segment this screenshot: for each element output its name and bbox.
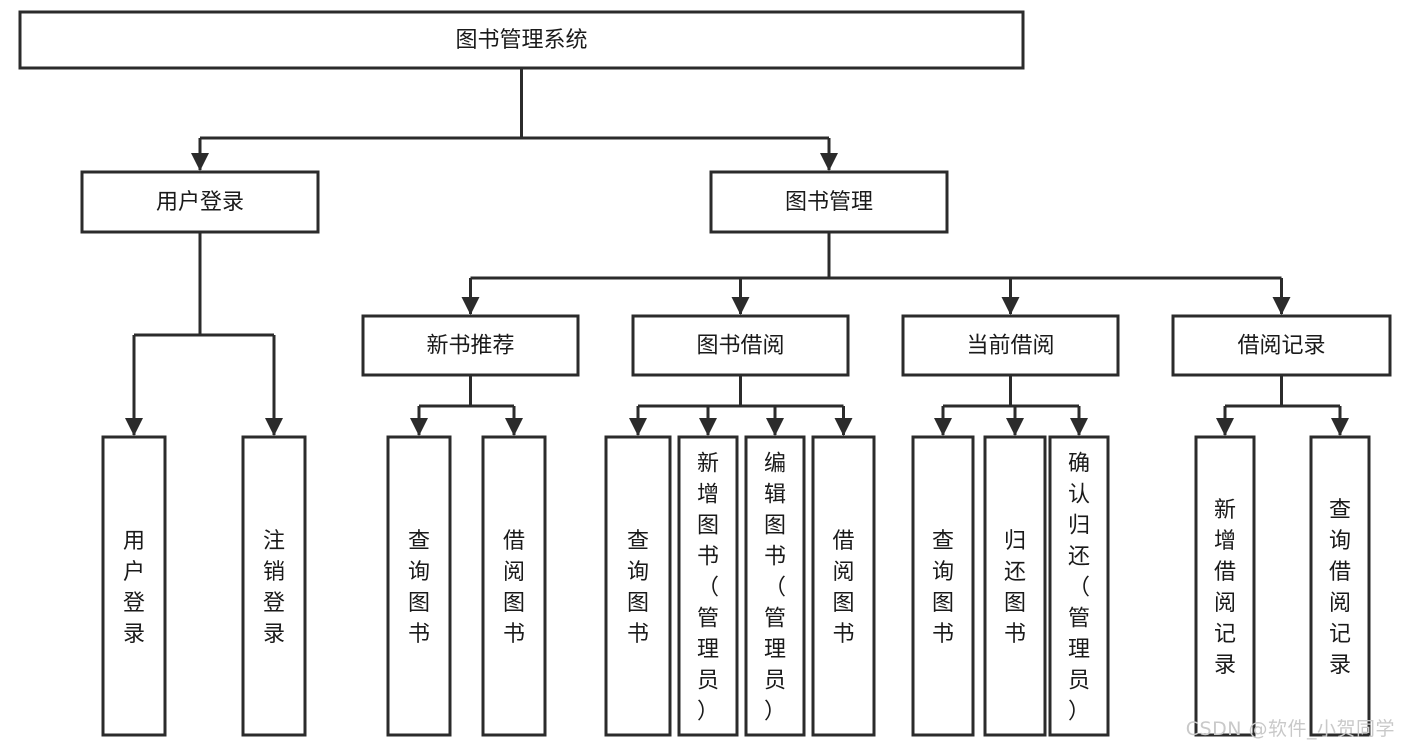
arrow-head-icon [505,418,523,436]
node-label: 确认归还（管理员） [1068,452,1090,725]
node-box[interactable] [911,435,975,737]
arrow-head-icon [1001,297,1020,315]
node-label: 新增借阅记录 [1214,498,1236,678]
node-box[interactable] [709,170,949,234]
node-level2-book-management[interactable]: 图书管理 [709,170,949,234]
node-box[interactable] [481,435,547,737]
node-label: 新书推荐 [426,334,514,359]
arrow-head-icon [1216,418,1234,436]
node-label: 查询图书 [408,529,430,647]
node-leaf-leaf-add-book-admin[interactable]: 新增图书（管理员） [677,435,739,737]
node-box[interactable] [18,10,1025,70]
node-box[interactable] [1171,314,1392,377]
node-leaf-leaf-edit-book-admin[interactable]: 编辑图书（管理员） [744,435,806,737]
node-leaf-leaf-add-borrow-record[interactable]: 新增借阅记录 [1194,435,1256,737]
node-label: 新增图书（管理员） [697,452,719,725]
node-box[interactable] [1194,435,1256,737]
node-label: 注销登录 [263,529,285,647]
arrow-head-icon [834,418,853,436]
node-box[interactable] [241,435,307,737]
arrow-head-icon [461,297,480,315]
node-label: 图书借阅 [696,334,784,359]
node-leaf-leaf-query-book-current[interactable]: 查询图书 [911,435,975,737]
arrow-head-icon [934,418,952,436]
node-label: 编辑图书（管理员） [764,452,786,725]
node-box[interactable] [386,435,452,737]
connector-layer [125,68,1349,436]
node-leaf-leaf-return-book[interactable]: 归还图书 [983,435,1047,737]
node-label: 用户登录 [123,529,145,647]
node-root-root[interactable]: 图书管理系统 [18,10,1025,70]
node-box[interactable] [604,435,672,737]
node-leaf-leaf-query-borrow-record[interactable]: 查询借阅记录 [1309,435,1371,737]
arrow-head-icon [820,153,838,171]
node-box[interactable] [361,314,580,377]
node-label: 借阅图书 [503,529,525,647]
node-box[interactable] [1048,435,1110,737]
node-label: 借阅图书 [832,529,854,647]
node-leaf-leaf-logout[interactable]: 注销登录 [241,435,307,737]
arrow-head-icon [125,418,143,436]
arrow-head-icon [731,297,750,315]
node-leaf-leaf-query-book-borrow[interactable]: 查询图书 [604,435,672,737]
node-leaf-leaf-borrow-book[interactable]: 借阅图书 [811,435,876,737]
node-leaf-leaf-confirm-return-admin[interactable]: 确认归还（管理员） [1048,435,1110,737]
node-level3-current-borrow[interactable]: 当前借阅 [901,314,1120,377]
node-box[interactable] [631,314,850,377]
node-label: 查询图书 [932,529,954,647]
arrow-head-icon [1070,418,1088,436]
node-box[interactable] [1309,435,1371,737]
node-box[interactable] [983,435,1047,737]
arrow-head-icon [191,153,209,171]
arrow-head-icon [1006,418,1024,436]
node-level2-user-login[interactable]: 用户登录 [80,170,320,234]
node-layer: 图书管理系统用户登录图书管理新书推荐图书借阅当前借阅借阅记录用户登录注销登录查询… [18,10,1392,737]
node-leaf-leaf-query-book-recommend[interactable]: 查询图书 [386,435,452,737]
arrow-head-icon [699,418,717,436]
node-level3-new-book-recommend[interactable]: 新书推荐 [361,314,580,377]
node-label: 查询图书 [627,529,649,647]
node-label: 图书管理 [785,190,873,215]
arrow-head-icon [1331,418,1349,436]
arrow-head-icon [1272,297,1291,315]
arrow-head-icon [265,418,283,436]
node-box[interactable] [101,435,167,737]
node-box[interactable] [80,170,320,234]
node-box[interactable] [901,314,1120,377]
node-label: 当前借阅 [966,334,1054,359]
node-label: 归还图书 [1004,529,1026,647]
node-box[interactable] [811,435,876,737]
node-label: 借阅记录 [1237,334,1325,359]
node-label: 用户登录 [156,190,244,215]
node-leaf-leaf-user-login[interactable]: 用户登录 [101,435,167,737]
node-box[interactable] [744,435,806,737]
node-label: 图书管理系统 [455,28,587,53]
arrow-head-icon [629,418,647,436]
arrow-head-icon [410,418,428,436]
node-leaf-leaf-borrow-book-recommend[interactable]: 借阅图书 [481,435,547,737]
node-level3-borrow-record[interactable]: 借阅记录 [1171,314,1392,377]
node-level3-book-borrow[interactable]: 图书借阅 [631,314,850,377]
arrow-head-icon [766,418,784,436]
node-box[interactable] [677,435,739,737]
node-label: 查询借阅记录 [1329,498,1351,678]
